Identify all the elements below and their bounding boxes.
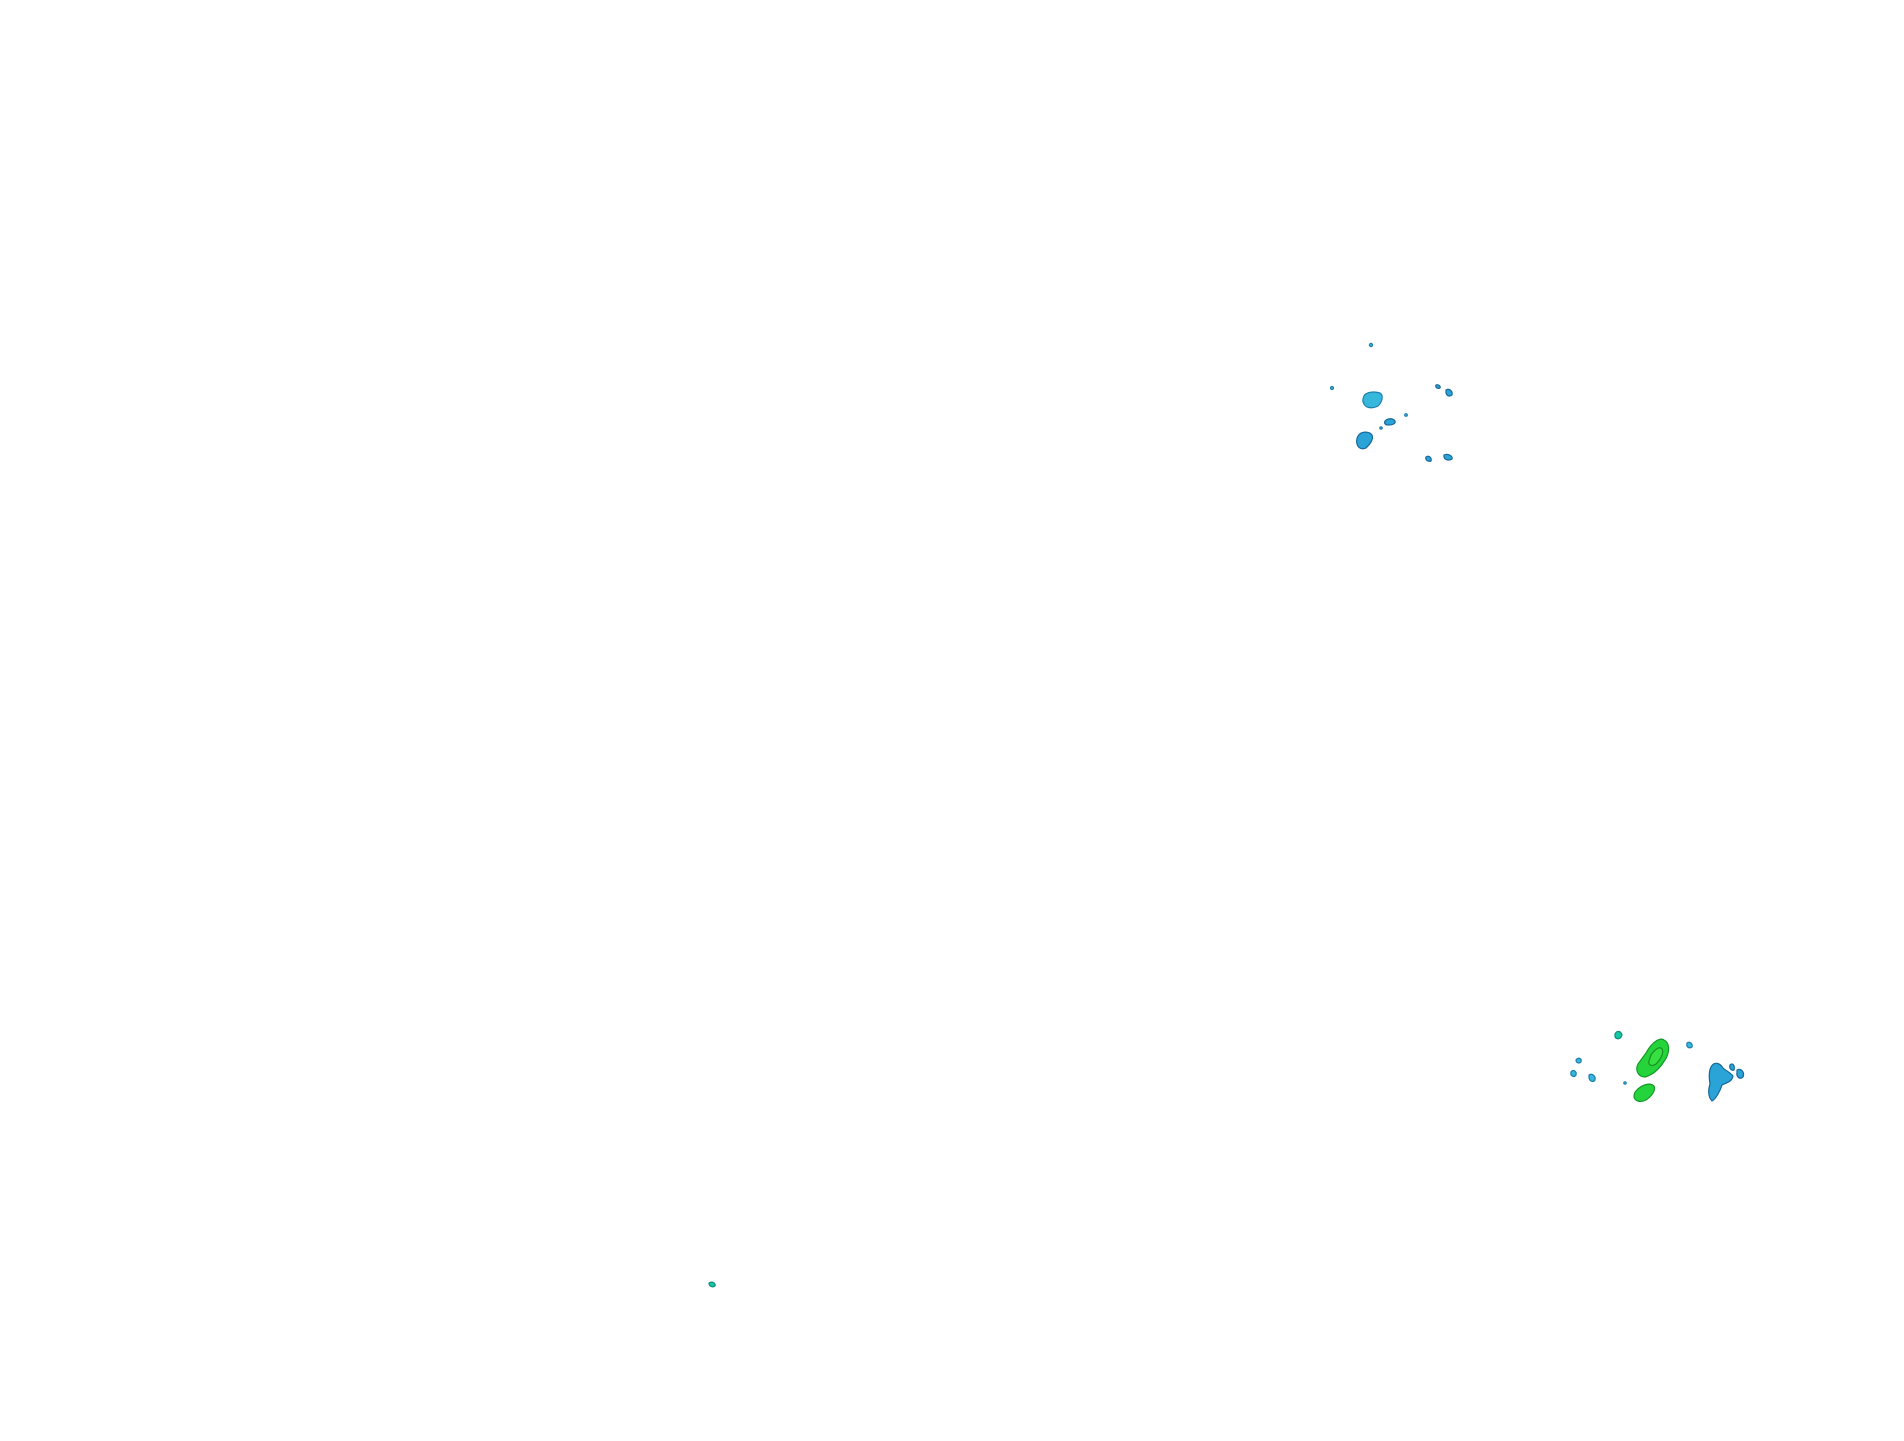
radar-cell xyxy=(1443,453,1453,461)
radar-cell xyxy=(1708,1062,1734,1102)
radar-cell xyxy=(708,1281,716,1288)
radar-cell xyxy=(1575,1057,1582,1064)
radar-cell xyxy=(1445,388,1453,397)
radar-cell xyxy=(1736,1068,1745,1079)
radar-cluster-north xyxy=(1329,342,1453,462)
radar-storm-cell xyxy=(1633,1083,1656,1103)
radar-cell xyxy=(1368,342,1374,348)
radar-cell xyxy=(1379,426,1383,430)
radar-cell xyxy=(1425,455,1432,462)
radar-cell xyxy=(1570,1069,1577,1078)
radar-cell xyxy=(1729,1063,1735,1071)
radar-cell xyxy=(1588,1073,1596,1083)
radar-cell xyxy=(1623,1081,1627,1085)
radar-cell xyxy=(1384,418,1396,426)
radar-cell xyxy=(1686,1041,1693,1049)
radar-cell xyxy=(1329,385,1335,391)
radar-cell xyxy=(1362,391,1383,409)
radar-storm-core xyxy=(1648,1047,1664,1067)
radar-cell xyxy=(1404,413,1408,417)
radar-cell xyxy=(1614,1030,1623,1040)
radar-cluster-south-west xyxy=(708,1281,716,1288)
radar-cell xyxy=(1435,384,1441,389)
radar-cluster-south-east xyxy=(1570,1030,1745,1103)
radar-cell xyxy=(1355,431,1374,450)
